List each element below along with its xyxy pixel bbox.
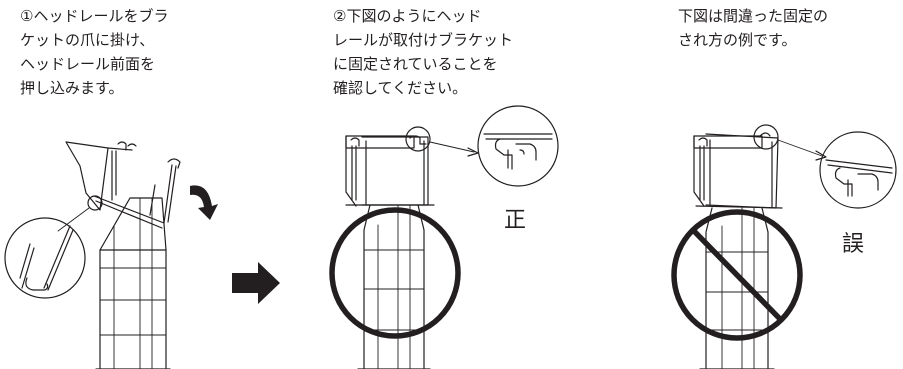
prohibited-icon bbox=[671, 209, 803, 341]
pole-column bbox=[699, 207, 775, 369]
step3-line: され方の例です。 bbox=[678, 31, 797, 49]
wrong-mark-label: 誤 bbox=[842, 232, 865, 257]
detail-marker bbox=[753, 124, 779, 150]
pole-column bbox=[95, 197, 171, 369]
step1-line: 押し込みます。 bbox=[20, 79, 124, 97]
step2-illustration bbox=[329, 105, 559, 369]
step3-line: 下図は間違った固定の bbox=[678, 7, 829, 25]
detail-marker bbox=[405, 126, 431, 152]
head-rail-fixed bbox=[345, 135, 435, 206]
pole-column bbox=[357, 204, 431, 369]
head-rail-unseated bbox=[695, 132, 783, 209]
step2-line: レールが取付けブラケット bbox=[333, 31, 514, 49]
step1-instruction: ①ヘッドレールをブラ ケットの爪に掛け、 ヘッドレール前面を 押し込みます。 bbox=[20, 4, 168, 100]
detail-magnifier bbox=[477, 105, 559, 187]
head-rail-tilted bbox=[93, 158, 181, 229]
rotate-arrow-icon bbox=[190, 185, 218, 220]
next-step-arrow-icon bbox=[232, 262, 280, 304]
correct-circle-icon bbox=[329, 207, 461, 339]
mounting-bracket bbox=[693, 135, 763, 207]
step2-line: に固定されていることを bbox=[333, 55, 498, 73]
step1-line: ①ヘッドレールをブラ bbox=[20, 7, 169, 25]
step1-line: ヘッドレール前面を bbox=[20, 55, 156, 73]
mounting-bracket bbox=[345, 135, 415, 207]
step2-instruction: ②下図のようにヘッド レールが取付けブラケット に固定されていることを 確認して… bbox=[333, 4, 513, 100]
step3-illustration bbox=[671, 124, 897, 369]
detail-magnifier bbox=[819, 131, 897, 209]
step1-line: ケットの爪に掛け、 bbox=[20, 31, 155, 49]
detail-magnifier bbox=[4, 217, 86, 299]
detail-marker bbox=[87, 195, 103, 211]
mounting-bracket bbox=[65, 141, 137, 211]
step1-illustration bbox=[4, 141, 218, 369]
correct-mark-label: 正 bbox=[504, 208, 527, 233]
step3-note: 下図は間違った固定の され方の例です。 bbox=[678, 4, 828, 52]
step2-line: ②下図のようにヘッド bbox=[333, 7, 482, 25]
step2-line: 確認してください。 bbox=[333, 79, 468, 97]
